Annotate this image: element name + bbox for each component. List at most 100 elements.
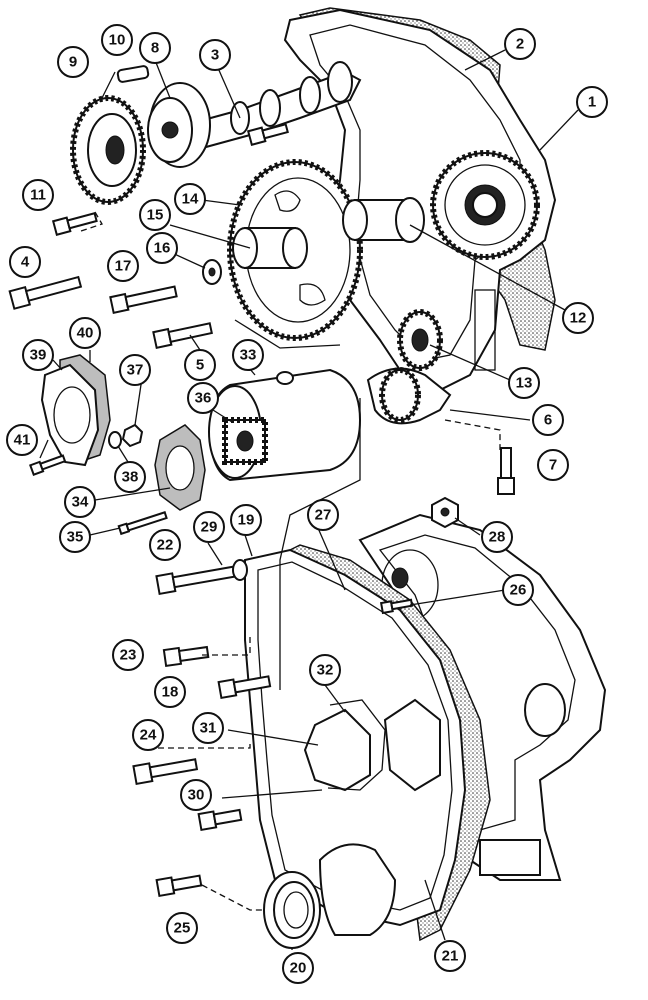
plate-gear: [430, 150, 540, 260]
callout-10: 10: [101, 24, 133, 56]
svg-text:25: 25: [174, 920, 191, 937]
callout-7: 7: [537, 449, 569, 481]
callout-1: 1: [576, 86, 608, 118]
washer-16-hole: [208, 267, 216, 277]
svg-text:32: 32: [317, 662, 334, 679]
bolt-22: [155, 565, 237, 596]
callout-35: 35: [59, 521, 91, 553]
callout-5: 5: [184, 349, 216, 381]
bolt-17: [109, 285, 178, 315]
svg-text:5: 5: [196, 357, 204, 374]
svg-text:23: 23: [120, 647, 137, 664]
screw-35: [117, 511, 168, 536]
svg-text:33: 33: [240, 347, 257, 364]
bolt-11: [51, 212, 98, 236]
svg-text:41: 41: [14, 432, 31, 449]
cover-plate: [40, 363, 100, 467]
cover-opening: [383, 698, 441, 792]
svg-text:1: 1: [588, 94, 596, 111]
callout-24: 24: [132, 719, 164, 751]
bolt-18: [217, 675, 272, 700]
callout-6: 6: [532, 404, 564, 436]
front-cover-edge: [257, 561, 453, 911]
svg-text:16: 16: [154, 240, 171, 257]
callout-34: 34: [64, 486, 96, 518]
svg-text:40: 40: [77, 325, 94, 342]
bolt-4: [8, 275, 83, 310]
svg-text:26: 26: [510, 582, 527, 599]
svg-text:10: 10: [109, 32, 126, 49]
oil-seal: [263, 871, 321, 949]
camshaft-bolt: [246, 123, 289, 146]
front-plate-inner: [309, 24, 521, 361]
leader-lines: [39, 49, 579, 950]
callout-16: 16: [146, 232, 178, 264]
callout-17: 17: [107, 250, 139, 282]
svg-text:13: 13: [516, 375, 533, 392]
screw-41: [29, 454, 67, 476]
pump-gasket-hole: [165, 445, 195, 491]
svg-text:30: 30: [188, 787, 205, 804]
svg-text:34: 34: [72, 494, 89, 511]
rear-housing-dark-spot: [391, 567, 409, 589]
callout-40: 40: [69, 317, 101, 349]
svg-text:20: 20: [290, 960, 307, 977]
callout-39: 39: [22, 339, 54, 371]
bolt-25: [155, 874, 203, 898]
svg-text:3: 3: [211, 47, 219, 64]
rear-housing-foot: [479, 839, 541, 876]
svg-text:27: 27: [315, 507, 332, 524]
bolt-24: [132, 758, 199, 786]
callout-26: 26: [502, 574, 534, 606]
bolt-30: [197, 808, 243, 832]
svg-text:21: 21: [442, 948, 459, 965]
idler-shaft: [342, 197, 425, 243]
callout-19: 19: [230, 504, 262, 536]
washer-29: [232, 559, 248, 581]
svg-text:8: 8: [151, 40, 159, 57]
callout-18: 18: [154, 676, 186, 708]
svg-text:24: 24: [140, 727, 157, 744]
nut-37: [121, 423, 144, 448]
camshaft-gear: [70, 95, 146, 205]
svg-text:19: 19: [238, 512, 255, 529]
bolt-23: [162, 645, 210, 668]
callout-29: 29: [193, 511, 225, 543]
callout-28: 28: [481, 521, 513, 553]
svg-text:14: 14: [182, 191, 199, 208]
svg-text:11: 11: [30, 187, 46, 204]
svg-text:18: 18: [162, 684, 179, 701]
callout-22: 22: [149, 529, 181, 561]
callout-31: 31: [192, 712, 224, 744]
svg-text:37: 37: [127, 362, 144, 379]
callout-37: 37: [119, 354, 151, 386]
camshaft: [183, 61, 362, 152]
svg-text:9: 9: [69, 54, 77, 71]
svg-text:38: 38: [122, 469, 139, 486]
svg-text:15: 15: [147, 207, 164, 224]
callout-36: 36: [187, 382, 219, 414]
crank-housing: [318, 843, 397, 936]
callout-3: 3: [199, 39, 231, 71]
callout-8: 8: [139, 32, 171, 64]
svg-text:12: 12: [570, 310, 587, 327]
svg-text:31: 31: [200, 720, 217, 737]
callout-25: 25: [166, 912, 198, 944]
callout-33: 33: [232, 339, 264, 371]
gasket-32: [327, 699, 386, 791]
front-plate-rib: [474, 289, 496, 371]
rear-housing-bore: [524, 683, 566, 737]
cover-plate-31: [303, 708, 371, 792]
bolt-7: [497, 447, 515, 495]
pump-gear: [222, 417, 268, 465]
cover-plate-boss: [53, 386, 91, 444]
callout-11: 11: [22, 179, 54, 211]
callout-23: 23: [112, 639, 144, 671]
svg-text:35: 35: [67, 529, 84, 546]
washer-38: [108, 431, 122, 449]
svg-text:36: 36: [195, 390, 212, 407]
svg-text:6: 6: [544, 412, 552, 429]
idler-hub: [232, 227, 308, 269]
bracket-6: [366, 367, 452, 425]
svg-text:7: 7: [549, 457, 557, 474]
